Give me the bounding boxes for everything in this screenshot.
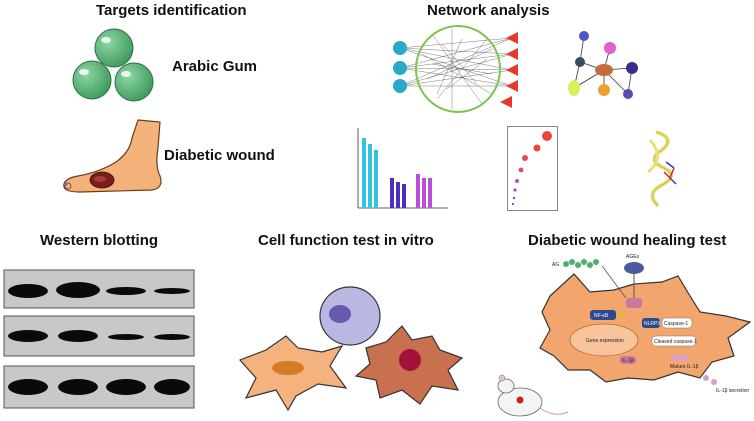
il1b-label: IL-1β [622, 358, 634, 364]
bar-chart-illustration [357, 128, 448, 209]
ppi-network-diagram [568, 31, 638, 99]
diabetic-foot-icon [63, 119, 162, 193]
bubble-plot-illustration [507, 126, 558, 211]
molecular-docking-icon [647, 130, 677, 208]
arabic-gum-beads-icon [72, 28, 154, 102]
bipartite-network-diagram [393, 25, 518, 113]
heading-western-blotting: Western blotting [40, 232, 159, 249]
mature-il1b-label: Mature IL-1β [670, 364, 699, 370]
mouse-icon [497, 374, 569, 417]
nlrp3-label: NLRP3 [644, 321, 660, 327]
western-blot-panels [3, 269, 195, 409]
wound-healing-pathway-diagram: AG AGEs NF-κB Gene expression NLRP3 Casp… [497, 254, 752, 417]
label-diabetic-wound: Diabetic wound [164, 147, 275, 164]
ag-label: AG [552, 262, 559, 268]
caspase-label: Caspase-1 [664, 321, 688, 327]
nfkb-label: NF-κB [594, 313, 609, 319]
ages-label: AGEs [626, 254, 640, 260]
heading-wound-healing-test: Diabetic wound healing test [528, 232, 727, 249]
il1b-secretion-label: IL-1β secretion [716, 388, 749, 394]
cell-function-illustration [238, 286, 464, 412]
heading-network-analysis: Network analysis [427, 2, 550, 19]
label-arabic-gum: Arabic Gum [172, 58, 258, 75]
gene-expression-label: Gene expression [586, 338, 624, 344]
cleaved-caspase-label: Cleaved caspase-1 [654, 339, 697, 345]
heading-targets-identification: Targets identification [96, 2, 247, 19]
heading-cell-function-test: Cell function test in vitro [258, 232, 434, 249]
